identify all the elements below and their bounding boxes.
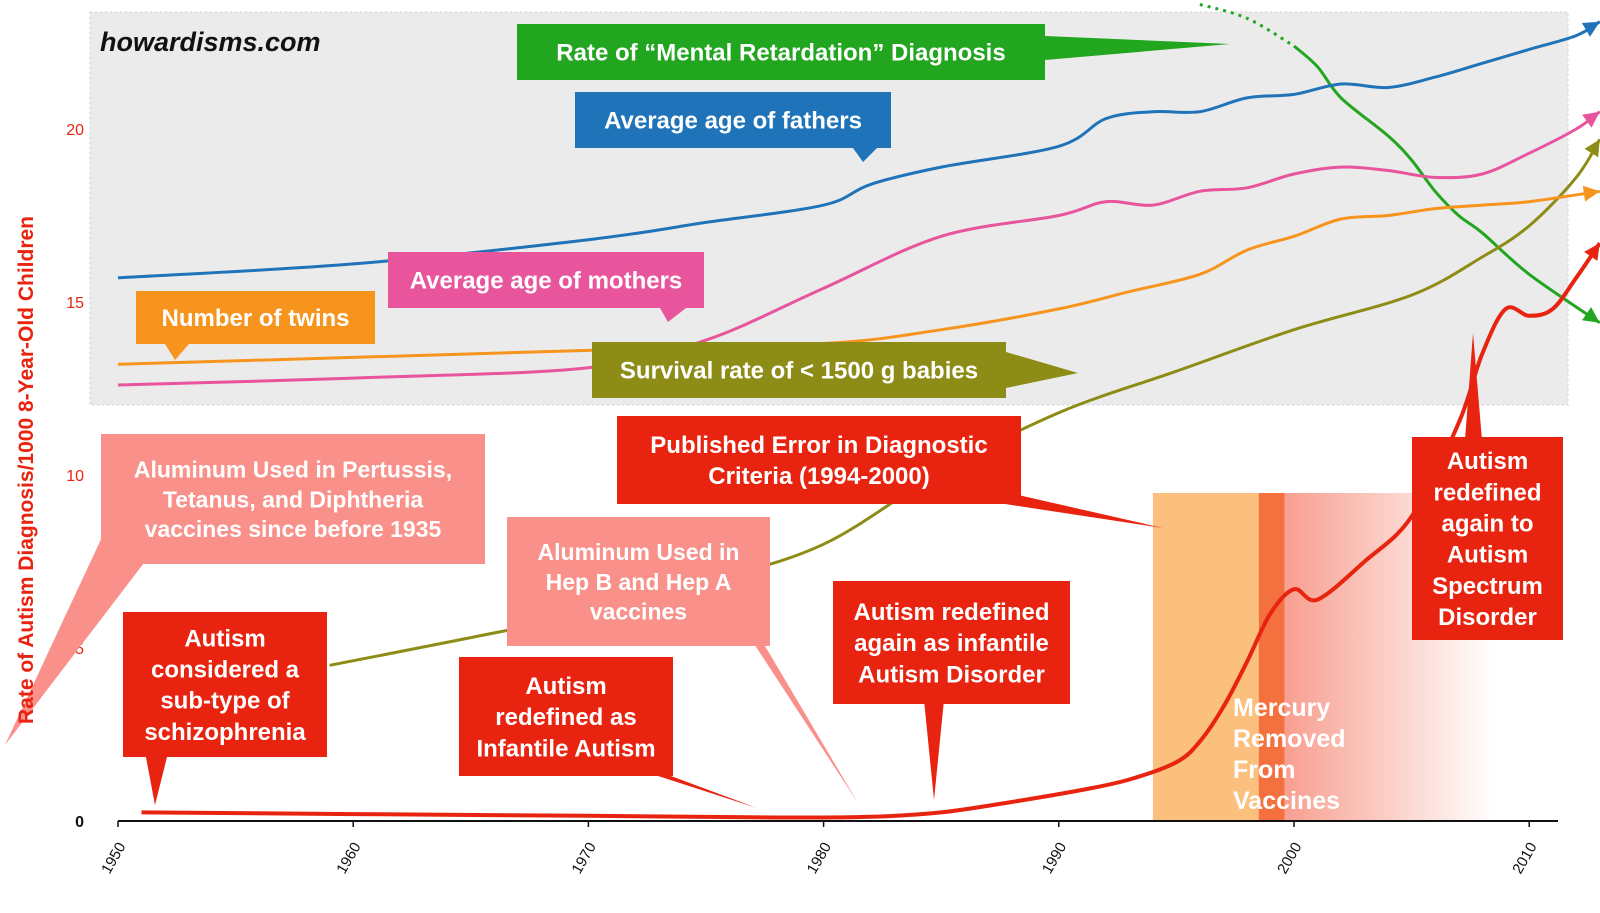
- x-tick-label: 2010: [1509, 840, 1540, 877]
- rate-of-mental-retardation-diagnosis-line-dotted: [1199, 2, 1295, 48]
- callout-pointer: [5, 520, 150, 745]
- callout-text: Rate of “Mental Retardation” Diagnosis: [556, 40, 1005, 67]
- callout-text: Average age of mothers: [410, 268, 683, 295]
- callout-3: Number of twins: [136, 291, 375, 360]
- x-tick-label: 1990: [1039, 840, 1070, 877]
- callout-pointer: [145, 752, 167, 805]
- survival-rate-of-1500-g-babies-arrowhead: [1584, 139, 1600, 158]
- callout-2: Average age of mothers: [388, 252, 704, 322]
- callout-6: Aluminum Used in Pertussis,Tetanus, and …: [5, 434, 485, 745]
- callout-1: Average age of fathers: [575, 92, 891, 162]
- callout-box: [517, 24, 1045, 80]
- callout-text: Average age of fathers: [604, 108, 862, 135]
- callout-box: [459, 657, 673, 776]
- rate-of-autism-diagnosis-arrowhead: [1584, 243, 1600, 261]
- callout-box: [617, 416, 1021, 504]
- callout-box: [388, 252, 704, 308]
- x-tick-label: 2000: [1274, 840, 1305, 877]
- watermark: howardisms.com: [100, 27, 321, 57]
- callout-box: [123, 612, 327, 757]
- mercury-removal-band: [1258, 493, 1285, 821]
- y-axis-title: Rate of Autism Diagnosis/1000 8-Year-Old…: [15, 215, 38, 725]
- callout-0: Rate of “Mental Retardation” Diagnosis: [517, 24, 1230, 80]
- rate-of-mental-retardation-diagnosis-line: [1293, 44, 1600, 325]
- rate-of-mental-retardation-diagnosis-arrowhead: [1582, 307, 1600, 323]
- y-tick-label: 10: [66, 468, 84, 485]
- callout-pointer: [1465, 333, 1482, 440]
- callout-pointer: [924, 700, 944, 800]
- x-tick-label: 1980: [804, 840, 835, 877]
- callout-pointer: [165, 344, 189, 360]
- callout-box: [101, 434, 485, 564]
- x-tick-label: 1970: [568, 840, 599, 877]
- callout-box: [136, 291, 375, 344]
- y-tick-label: 5: [75, 641, 84, 658]
- callout-text: Survival rate of < 1500 g babies: [620, 358, 978, 385]
- callout-text: Aluminum Used in Pertussis,Tetanus, and …: [134, 456, 452, 542]
- callout-box: [833, 581, 1070, 704]
- callout-pointer: [1045, 36, 1230, 60]
- callout-box: [575, 92, 891, 148]
- callout-text: Number of twins: [161, 305, 349, 332]
- callout-pointer: [745, 630, 858, 803]
- rate-of-autism-diagnosis-line: [141, 242, 1600, 820]
- callout-4: Survival rate of < 1500 g babies: [592, 342, 1078, 398]
- number-of-twins-line: [117, 189, 1600, 366]
- callout-pointer: [853, 148, 877, 162]
- callout-box: [1412, 437, 1563, 640]
- average-age-of-mothers-arrowhead: [1582, 111, 1600, 128]
- callout-pointer: [1006, 352, 1078, 388]
- average-age-of-fathers-line: [117, 20, 1600, 280]
- x-tick-label: 1960: [333, 840, 364, 877]
- y-tick-label: 20: [66, 122, 84, 139]
- y-tick-label: 15: [66, 295, 84, 312]
- y-tick-label: 0: [75, 814, 84, 831]
- average-age-of-mothers-line: [117, 110, 1600, 387]
- callout-box: [592, 342, 1006, 398]
- callout-pointer: [660, 308, 686, 322]
- callout-box: [507, 517, 770, 646]
- average-age-of-fathers-arrowhead: [1581, 21, 1600, 37]
- number-of-twins-arrowhead: [1582, 185, 1600, 202]
- x-tick-label: 1950: [98, 840, 129, 877]
